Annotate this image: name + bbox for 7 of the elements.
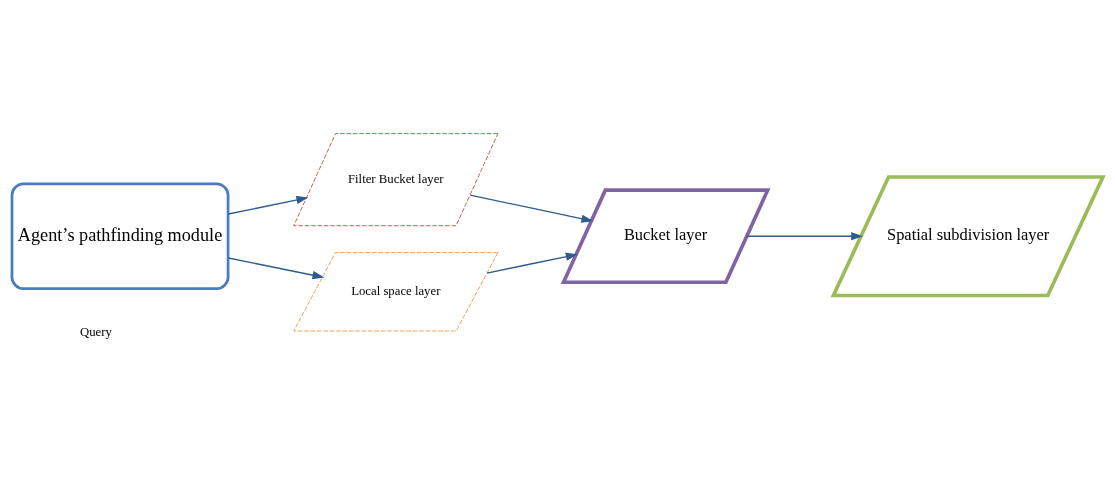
legend-label: Query bbox=[79, 324, 112, 339]
node-box: Agent’s pathfinding module bbox=[10, 181, 230, 290]
arrow bbox=[469, 194, 594, 223]
arrow bbox=[746, 231, 864, 240]
arrow bbox=[227, 256, 325, 279]
arrow bbox=[486, 252, 578, 274]
arrow bbox=[227, 195, 309, 215]
